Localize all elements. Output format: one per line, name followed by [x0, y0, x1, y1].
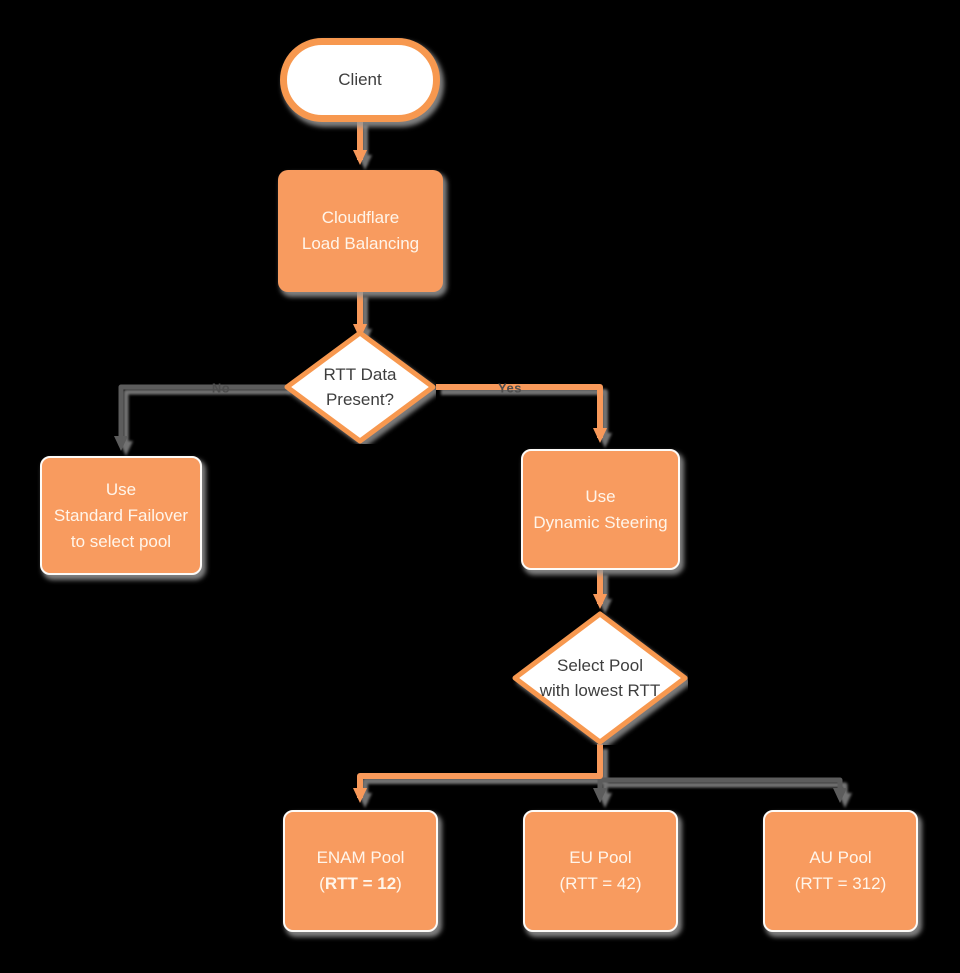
node-use-dynamic-steering: Use Dynamic Steering	[521, 449, 680, 570]
node-rtt-decision-line2: Present?	[325, 390, 395, 409]
diamond-shape	[284, 330, 436, 444]
node-rtt-data-present-decision: RTT Data Present?	[284, 330, 436, 444]
node-enam-line2: (RTT = 12)	[319, 874, 402, 893]
node-client-label: Client	[338, 70, 382, 89]
connector-selectpool-to-au	[601, 777, 847, 803]
node-enam-line1: ENAM Pool	[316, 848, 405, 867]
node-eu-pool: EU Pool (RTT = 42)	[523, 810, 678, 932]
node-rtt-decision-line1: RTT Data	[323, 365, 397, 384]
enam-rtt-value: RTT = 12	[324, 874, 397, 893]
node-enam-pool: ENAM Pool (RTT = 12)	[283, 810, 438, 932]
node-au-line2: (RTT = 312)	[794, 874, 887, 893]
node-cloudflare-line2: Load Balancing	[301, 234, 420, 253]
node-failover-line3: to select pool	[70, 531, 172, 551]
edge-label-no: No	[211, 380, 231, 396]
node-cloudflare-line1: Cloudflare	[321, 208, 400, 227]
node-dynamic-line2: Dynamic Steering	[533, 512, 668, 532]
diamond-shape	[512, 611, 688, 745]
node-au-pool: AU Pool (RTT = 312)	[763, 810, 918, 932]
node-au-line1: AU Pool	[809, 848, 872, 867]
connector-selectpool-to-enam	[353, 744, 603, 803]
node-failover-line2: Standard Failover	[53, 505, 189, 525]
node-eu-line2: (RTT = 42)	[559, 874, 642, 893]
node-use-standard-failover: Use Standard Failover to select pool	[40, 456, 202, 575]
node-select-pool-line1: Select Pool	[556, 656, 643, 675]
node-select-pool-line2: with lowest RTT	[539, 681, 661, 700]
node-dynamic-line1: Use	[585, 486, 616, 506]
node-eu-line1: EU Pool	[569, 848, 632, 867]
edge-label-yes: Yes	[498, 380, 522, 396]
node-client: Client	[280, 38, 440, 122]
node-failover-line1: Use	[105, 479, 137, 499]
node-select-pool-decision: Select Pool with lowest RTT	[512, 611, 688, 745]
node-cloudflare-load-balancing: Cloudflare Load Balancing	[278, 170, 443, 292]
connector-decision-to-failover	[114, 384, 286, 451]
